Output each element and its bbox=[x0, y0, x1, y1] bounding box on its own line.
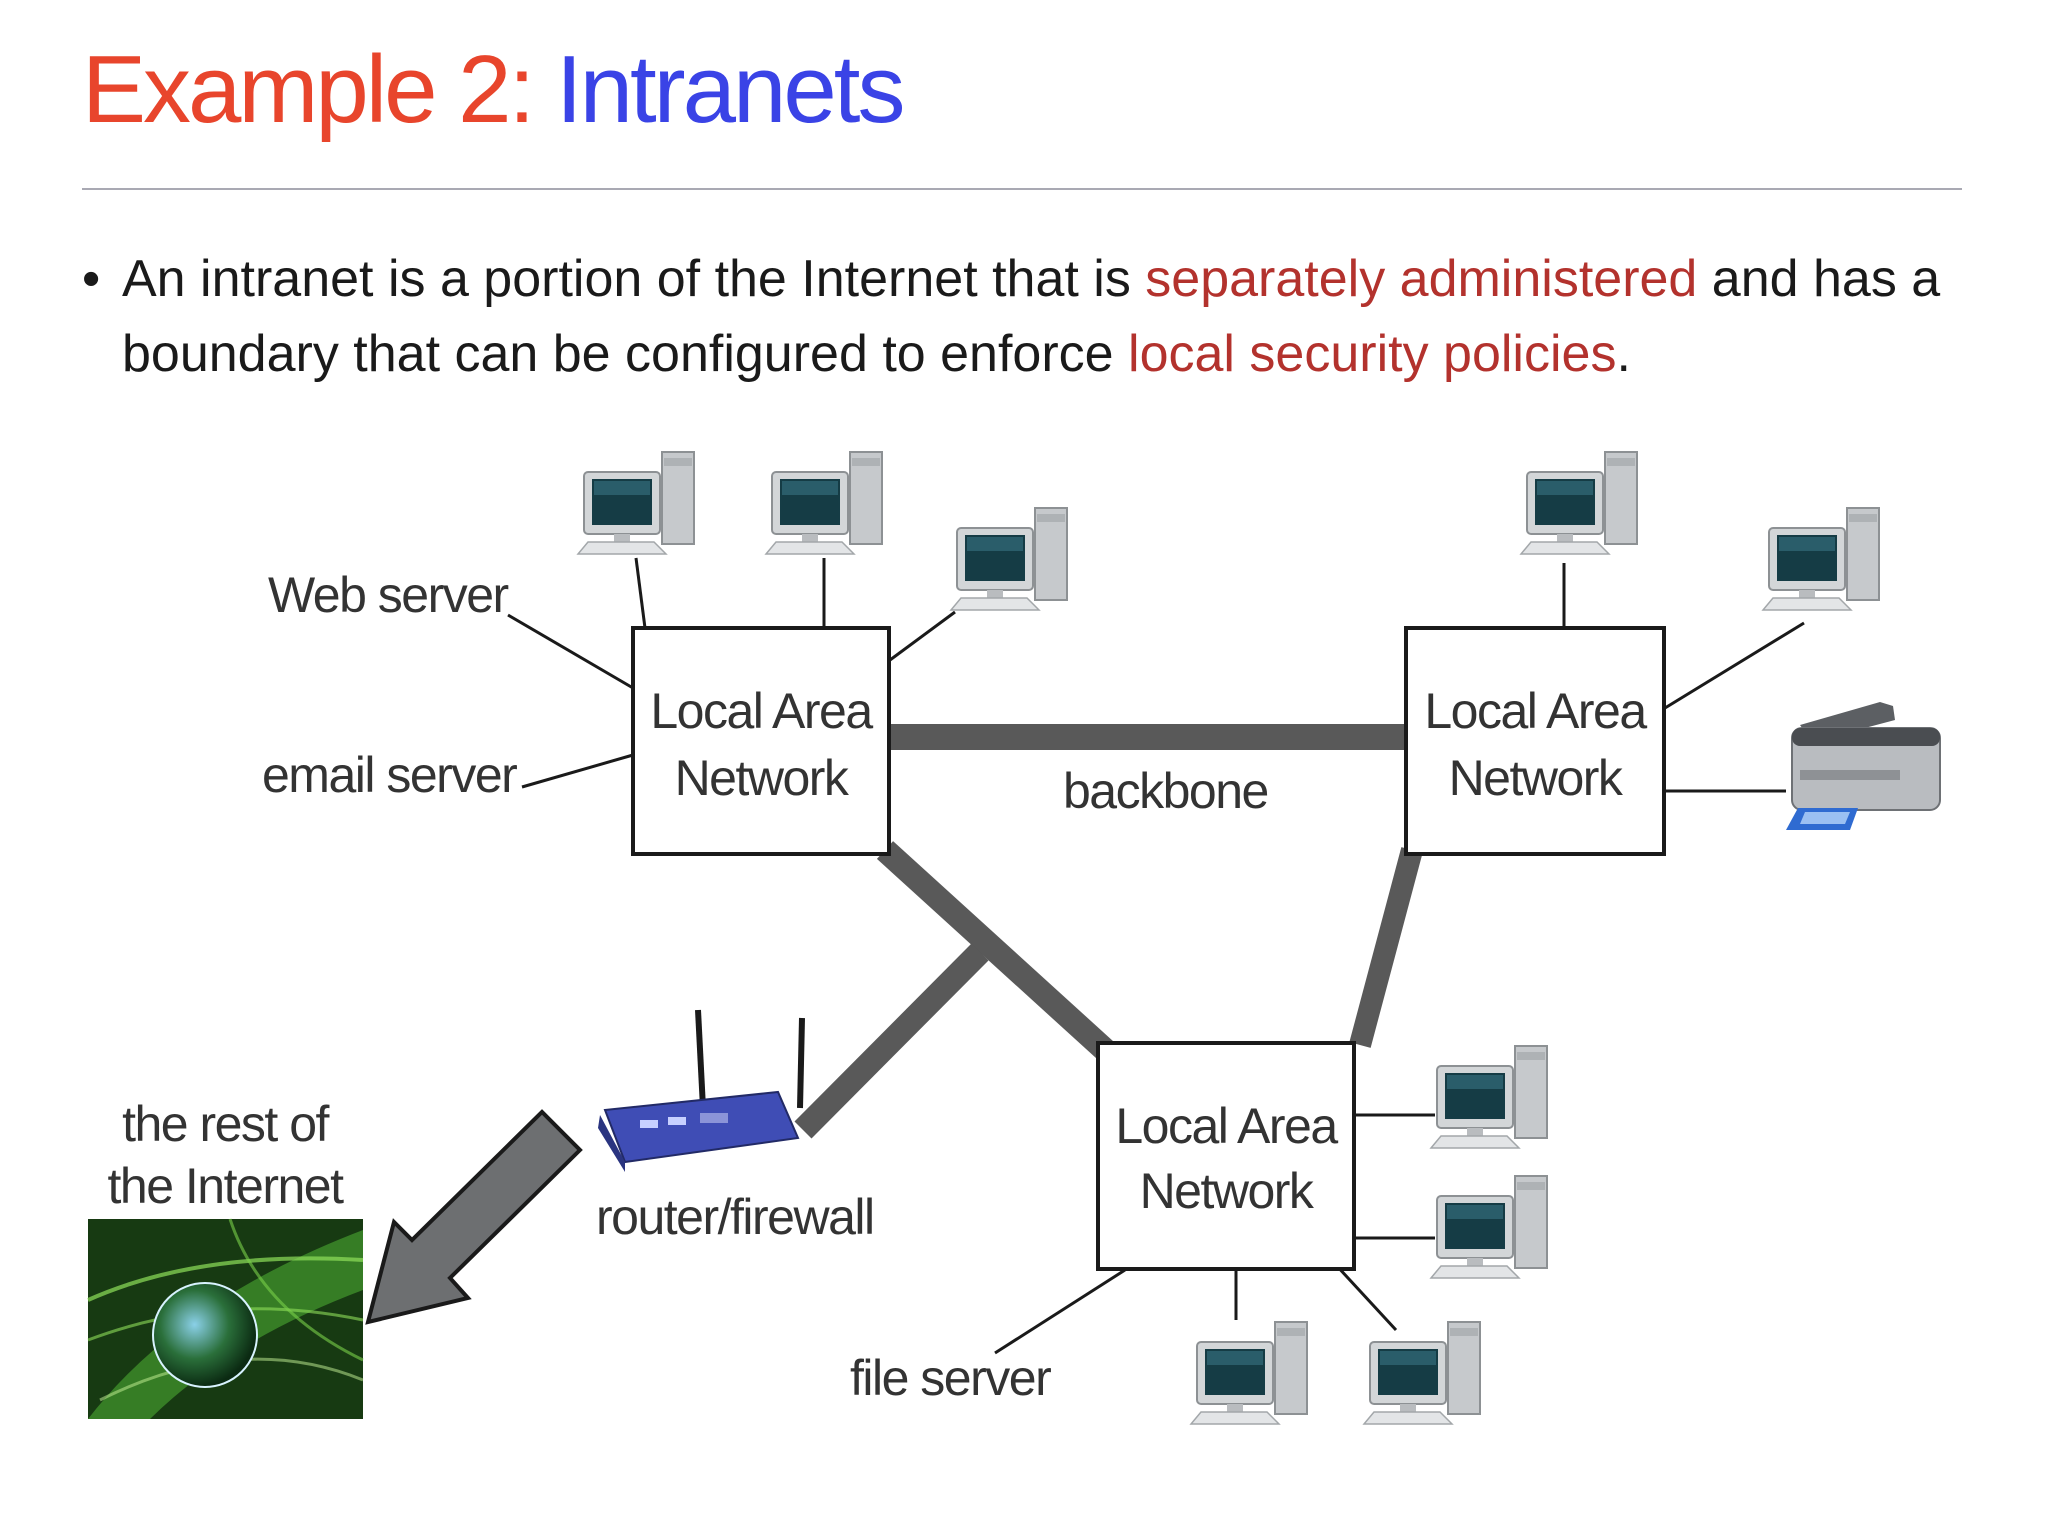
lan-label-line1: Local Area bbox=[1424, 683, 1647, 739]
desktop-computer-icon bbox=[1430, 1175, 1548, 1279]
bullet-highlight-2: local security policies bbox=[1128, 325, 1617, 383]
bullet-point: • An intranet is a portion of the Interne… bbox=[82, 242, 1972, 392]
bullet-glyph: • bbox=[82, 250, 101, 308]
title-topic: Intranets bbox=[555, 36, 906, 143]
lan-label-line2: Network bbox=[1449, 750, 1624, 806]
printer-icon bbox=[1786, 702, 1941, 830]
desktop-computer-icon bbox=[1520, 451, 1638, 555]
label-email-server: email server bbox=[262, 747, 517, 803]
globe-icon bbox=[87, 1218, 364, 1419]
title-prefix: Example 2: bbox=[82, 36, 556, 143]
slide-title: Example 2: Intranets bbox=[82, 30, 906, 150]
label-file-server: file server bbox=[850, 1350, 1051, 1406]
desktop-computer-icon bbox=[1190, 1321, 1308, 1425]
lan-box-bottom: Local Area Network bbox=[1096, 1041, 1356, 1271]
lan-label-line2: Network bbox=[1140, 1163, 1315, 1219]
bullet-text-1: An intranet is a portion of the Internet… bbox=[122, 250, 1146, 308]
device-links bbox=[507, 557, 1805, 1355]
desktop-computer-icon bbox=[577, 451, 695, 555]
lan-label-line1: Local Area bbox=[650, 683, 873, 739]
backbone-link-right-bottom bbox=[1349, 847, 1423, 1048]
desktop-computer-icon bbox=[1762, 507, 1880, 611]
label-router-firewall: router/firewall bbox=[596, 1189, 874, 1245]
desktop-computer-icon bbox=[1430, 1045, 1548, 1149]
wireless-router-icon bbox=[598, 1009, 805, 1172]
router-link bbox=[794, 943, 989, 1139]
desktop-computer-icon bbox=[1363, 1321, 1481, 1425]
label-rest-of-internet-1: the rest of bbox=[122, 1096, 329, 1152]
desktop-computer-icon bbox=[765, 451, 883, 555]
bullet-text-2: and has a boundary that can be configure… bbox=[122, 250, 1941, 383]
bullet-text-3: . bbox=[1616, 325, 1631, 383]
lan-box-top-left: Local Area Network bbox=[631, 626, 891, 856]
arrow-icon bbox=[365, 1109, 583, 1325]
label-rest-of-internet-2: the Internet bbox=[108, 1158, 345, 1214]
lan-label-line2: Network bbox=[675, 750, 850, 806]
lan-box-top-right: Local Area Network bbox=[1404, 626, 1666, 856]
backbone-link-left-bottom bbox=[876, 841, 1114, 1059]
title-divider bbox=[82, 188, 1962, 190]
lan-label-line1: Local Area bbox=[1115, 1098, 1338, 1154]
backbone-links bbox=[794, 724, 1423, 1139]
label-web-server: Web server bbox=[268, 567, 509, 623]
desktop-computer-icon bbox=[950, 507, 1068, 611]
bullet-highlight-1: separately administered bbox=[1145, 250, 1698, 308]
label-backbone: backbone bbox=[1063, 763, 1268, 819]
